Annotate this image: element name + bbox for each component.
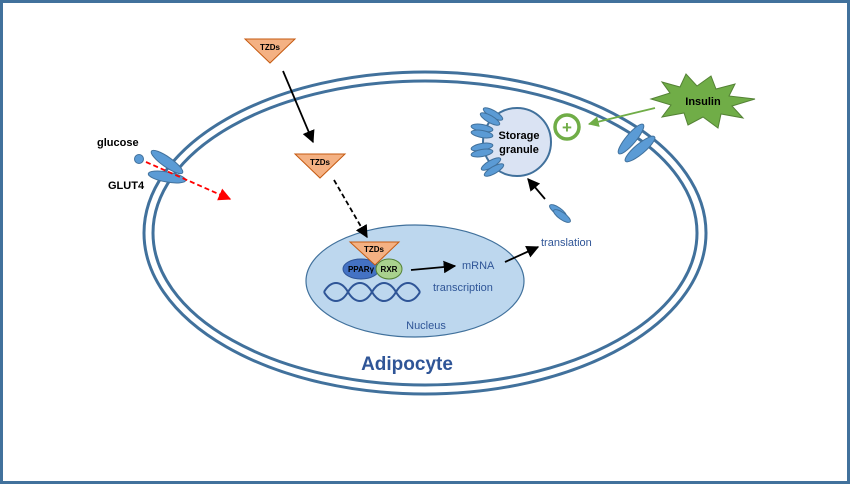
granule-glut4-cluster — [470, 107, 505, 177]
tzd-cytoplasm-triangle — [293, 153, 347, 179]
ppar-gamma-label: PPARγ — [348, 265, 375, 274]
rxr-label: RXR — [381, 265, 398, 274]
glucose-label: glucose — [97, 137, 139, 149]
rxr-receptor — [375, 258, 403, 280]
translation-label: translation — [541, 237, 592, 249]
granule-label-line2: granule — [499, 144, 539, 156]
dna-strand-b — [323, 282, 421, 302]
mrna-label: mRNA — [462, 260, 495, 272]
insulin-label: Insulin — [685, 96, 721, 108]
tzd-outside-label: TZDs — [260, 43, 281, 52]
tzd-outside-triangle — [243, 38, 297, 64]
plus-sign: + — [562, 118, 572, 137]
tzd-entry-arrow — [282, 70, 315, 144]
to-translation-arrow — [504, 245, 540, 263]
tzd-nucleus-label: TZDs — [364, 245, 385, 254]
tzd-nucleus-triangle — [348, 241, 401, 266]
glucose-uptake-arrow — [145, 161, 232, 201]
glucose-molecule — [134, 154, 144, 164]
glut4-label: GLUT4 — [108, 180, 145, 192]
new-glut4-protein — [549, 204, 571, 223]
insulin-signal-arrow — [587, 107, 656, 127]
tzd-nuclear-entry-arrow — [333, 179, 368, 239]
cell-label: Adipocyte — [361, 354, 453, 375]
plus-stimulation-ring — [553, 113, 581, 141]
membrane-glut4-right — [617, 123, 656, 163]
nucleus — [305, 224, 525, 338]
tzd-cytoplasm-label: TZDs — [310, 158, 331, 167]
transcription-label: transcription — [433, 282, 493, 294]
to-granule-arrow — [527, 178, 546, 200]
to-mrna-arrow — [410, 260, 457, 274]
nucleus-label: Nucleus — [406, 320, 446, 332]
cell-membrane-outer — [142, 70, 708, 396]
insulin-burst — [649, 73, 756, 129]
granule-label-line1: Storage — [499, 130, 540, 142]
